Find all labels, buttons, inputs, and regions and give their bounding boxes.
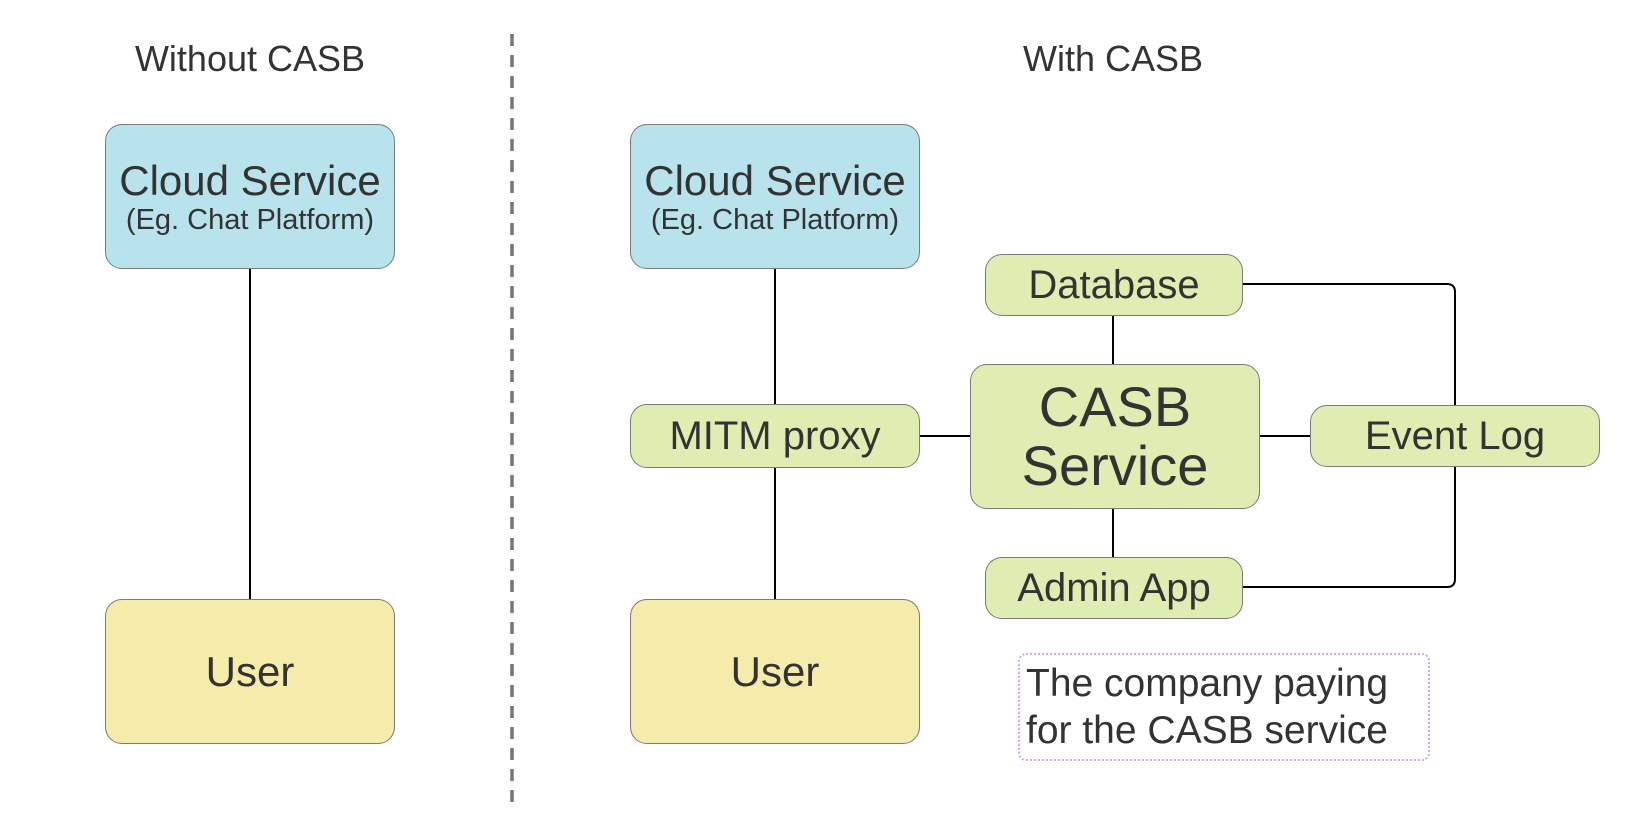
mitm-proxy-label: MITM proxy [669,413,881,458]
cloud-service-subtitle: (Eg. Chat Platform) [650,203,900,236]
event-log-node: Event Log [1310,405,1600,467]
user-node-right: User [630,599,920,744]
database-label: Database [1028,262,1200,307]
panel-title-with-casb: With CASB [1022,38,1204,79]
edge-eventlog-admin [1243,467,1456,588]
panel-title-without-casb: Without CASB [134,38,366,79]
admin-app-label: Admin App [1017,565,1211,610]
user-label: User [205,647,295,695]
cloud-service-title: Cloud Service [644,156,906,204]
cloud-service-title: Cloud Service [119,156,381,204]
casb-service-line1: CASB [1038,374,1192,438]
user-node-left: User [105,599,395,744]
company-note-line2: for the CASB service [1026,708,1388,752]
company-note-line1: The company paying [1026,662,1389,705]
event-log-label: Event Log [1364,413,1546,458]
casb-service-line2: Service [1021,433,1209,497]
cloud-service-subtitle: (Eg. Chat Platform) [125,203,375,236]
admin-app-node: Admin App [985,557,1243,619]
cloud-service-node-left: Cloud Service (Eg. Chat Platform) [105,124,395,269]
casb-service-node: CASB Service [970,364,1260,509]
company-note: The company paying for the CASB service [1018,653,1430,761]
mitm-proxy-node: MITM proxy [630,404,920,468]
user-label: User [730,647,820,695]
edge-database-eventlog [1243,283,1456,405]
database-node: Database [985,254,1243,316]
cloud-service-node-right: Cloud Service (Eg. Chat Platform) [630,124,920,269]
